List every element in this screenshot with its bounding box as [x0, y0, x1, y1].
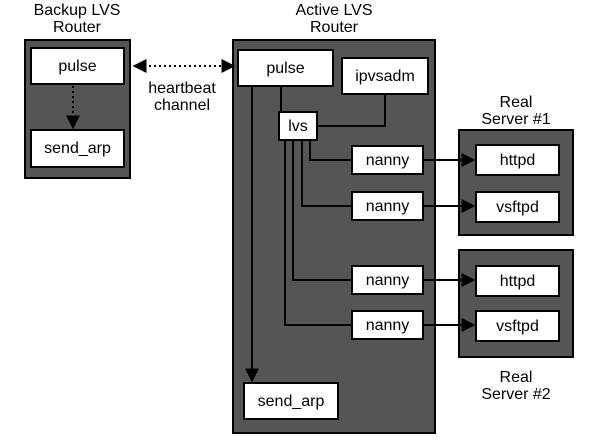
rs2-vsftpd-box: [475, 310, 560, 342]
backup-router-title-line1: Backup LVS: [33, 2, 121, 19]
heartbeat-label-line2: channel: [153, 97, 211, 114]
backup-pulse-label: pulse: [58, 57, 97, 75]
rs1-vsftpd-box: [475, 191, 560, 223]
rs2-vsftpd-label: vsftpd: [496, 317, 539, 335]
active-pulse-box: [237, 49, 334, 87]
backup-send-arp-label: send_arp: [44, 140, 111, 157]
backup-router-title-line2: Router: [52, 19, 102, 36]
lvs-to-nanny-3-line: [292, 140, 352, 281]
lvs-to-nanny-1-line: [309, 140, 352, 161]
rs2-httpd-label: httpd: [499, 272, 536, 290]
active-send-arp-box: [243, 382, 339, 420]
nanny-box-4: [351, 310, 424, 340]
rs1-httpd-label: httpd: [499, 151, 536, 169]
backup-router-title: Backup LVS Router: [12, 2, 142, 36]
heartbeat-label-line1: heartbeat: [148, 80, 216, 97]
rs2-httpd-box: [475, 265, 560, 297]
real-server-1-title: Real Server #1: [466, 94, 566, 128]
lvs-label: lvs: [288, 117, 308, 135]
backup-pulse-box: [30, 47, 125, 85]
real-server-2-title-line2: Server #2: [481, 386, 551, 403]
active-router-title-line1: Active LVS: [295, 2, 373, 19]
nanny-label-2: nanny: [365, 197, 410, 215]
real-server-1-title-line1: Real: [499, 94, 533, 111]
real-server-1-title-line2: Server #1: [481, 111, 551, 128]
active-send-arp-label: send_arp: [257, 392, 325, 410]
ipvsadm-label: ipvsadm: [355, 67, 415, 85]
lvs-to-ipvsadm-line: [317, 94, 386, 127]
ipvsadm-box: [341, 57, 429, 95]
lvs-to-nanny-4-line: [284, 140, 352, 326]
active-pulse-label: pulse: [266, 59, 305, 77]
real-server-2-title: Real Server #2: [466, 369, 566, 403]
nanny-label-4: nanny: [365, 316, 410, 334]
lvs-to-nanny-2-line: [301, 140, 352, 207]
nanny-label-1: nanny: [365, 151, 410, 169]
active-router-panel: [232, 39, 436, 434]
backup-send-arp-box: [30, 129, 125, 168]
active-router-title: Active LVS Router: [269, 2, 399, 36]
rs1-vsftpd-label: vsftpd: [496, 198, 539, 216]
nanny-box-3: [351, 265, 424, 295]
active-router-title-line2: Router: [309, 19, 359, 36]
real-server-2-title-line1: Real: [499, 369, 533, 386]
heartbeat-label: heartbeat channel: [130, 80, 234, 114]
rs1-httpd-box: [475, 144, 560, 176]
nanny-label-3: nanny: [365, 271, 410, 289]
lvs-box: [278, 111, 318, 141]
